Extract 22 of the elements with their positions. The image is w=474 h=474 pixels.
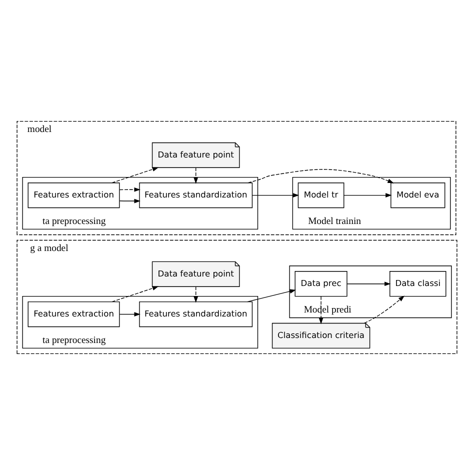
node-box: Data prec [294,270,348,296]
arrow [246,288,296,302]
node-box: Features extraction [28,300,120,327]
arrow [344,192,392,197]
arrow [252,192,300,197]
arrow [112,286,159,302]
arrow [248,168,394,183]
node-box: Features extraction [28,182,120,208]
arrow [318,296,324,324]
arrow [112,166,159,183]
arrow [119,198,140,203]
arrow [346,281,391,286]
node-box: Data classi [390,270,446,296]
arrow [119,312,140,316]
arrow [119,186,140,192]
arrow [194,166,198,184]
node-box: Model tr [298,182,344,208]
node-box: Features standardization [139,182,253,208]
arrow [364,295,405,324]
node-box: Features standardization [139,300,253,327]
node-box: Model eva [390,182,446,208]
arrow [194,286,198,302]
